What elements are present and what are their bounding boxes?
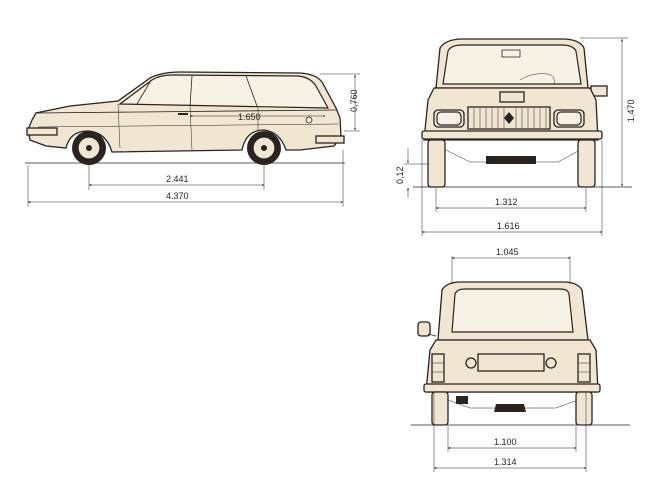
side-view-car (25, 71, 345, 165)
ground-clearance-label: 0,12 (395, 166, 405, 184)
rear-view-car (411, 281, 630, 426)
rear-track-label: 1.100 (494, 437, 517, 447)
rear-view-dimension-lines (433, 256, 587, 472)
front-height-label: 1.470 (626, 99, 636, 122)
interior-length-label: 1.650 (238, 112, 261, 122)
wheelbase-label: 2.441 (166, 174, 189, 184)
rear-width-label: 1.314 (494, 457, 517, 467)
side-height-label: 0,760 (349, 89, 359, 112)
front-view-dimension-lines (404, 37, 628, 236)
roof-width-label: 1.045 (496, 247, 519, 257)
front-view-car (413, 38, 632, 188)
side-view-dimension-lines (27, 73, 360, 207)
width-label: 1.616 (497, 221, 520, 231)
length-label: 4.370 (166, 191, 189, 201)
front-track-label: 1.312 (495, 197, 518, 207)
